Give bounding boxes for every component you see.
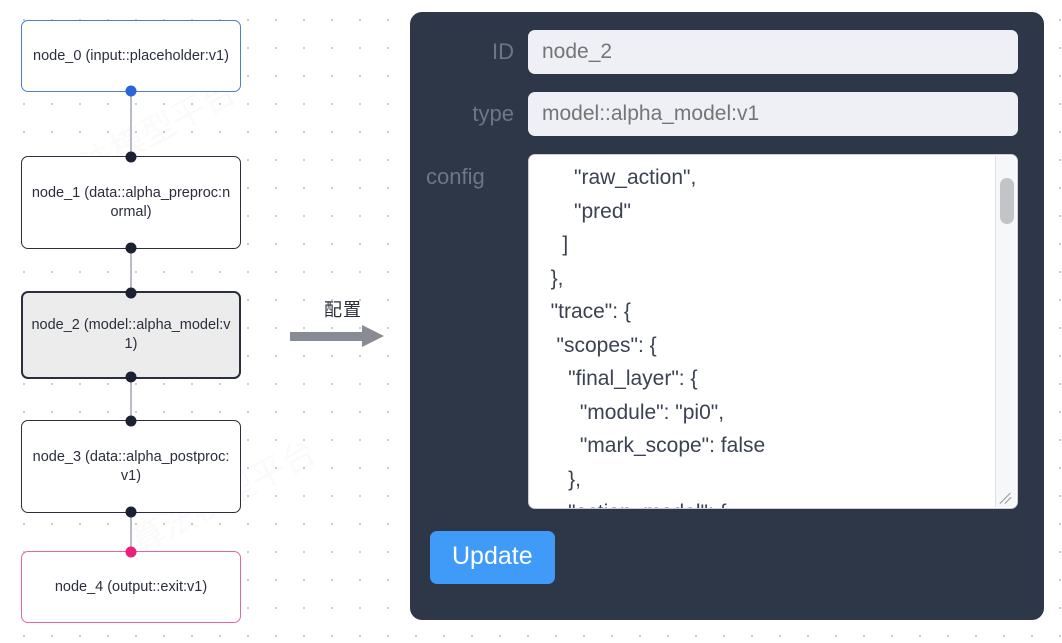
- node-label: node_3 (data::alpha_postproc:v1): [32, 448, 230, 484]
- node-port-output[interactable]: [125, 85, 137, 97]
- node-port-output[interactable]: [125, 506, 137, 518]
- node-port-output[interactable]: [125, 371, 137, 383]
- config-textarea[interactable]: [528, 154, 1018, 509]
- edge-node1-node2: [130, 248, 132, 292]
- config-textarea-wrapper: [528, 154, 1018, 509]
- node-port-input[interactable]: [125, 415, 137, 427]
- node-label: node_2 (model::alpha_model:v1): [31, 317, 231, 352]
- node-label: node_1 (data::alpha_preproc:normal): [31, 184, 231, 220]
- id-input[interactable]: [528, 30, 1018, 74]
- node-label: node_0 (input::placeholder:v1): [33, 47, 229, 64]
- transition-annotation: 配置: [288, 296, 398, 358]
- node-port-output[interactable]: [125, 242, 137, 254]
- graph-node-node_4[interactable]: node_4 (output::exit:v1): [21, 546, 241, 623]
- arrow-shaft: [290, 332, 364, 341]
- update-button[interactable]: Update: [430, 531, 555, 584]
- graph-node-node_1[interactable]: node_1 (data::alpha_preproc:normal): [21, 151, 241, 254]
- arrow-head: [362, 325, 384, 347]
- type-input[interactable]: [528, 92, 1018, 136]
- graph-node-node_0[interactable]: node_0 (input::placeholder:v1): [21, 20, 241, 97]
- id-field-label: ID: [492, 39, 514, 64]
- node-port-input[interactable]: [125, 151, 137, 163]
- type-field-label: type: [472, 101, 514, 126]
- edge-node2-node3: [130, 378, 132, 420]
- graph-node-node_2[interactable]: node_2 (model::alpha_model:v1): [21, 287, 241, 383]
- node-port-input[interactable]: [125, 287, 137, 299]
- field-row-config: config: [410, 154, 1044, 509]
- scrollbar-thumb[interactable]: [1000, 178, 1014, 224]
- node-port-input[interactable]: [125, 546, 137, 558]
- config-field-label: config: [426, 164, 485, 189]
- field-row-id: ID: [410, 30, 1044, 74]
- arrow-right-icon: [290, 325, 390, 347]
- field-row-type: type: [410, 92, 1044, 136]
- edge-node3-node4: [130, 513, 132, 551]
- node-config-panel: ID type config Update: [410, 12, 1044, 620]
- graph-node-node_3[interactable]: node_3 (data::alpha_postproc:v1): [21, 415, 241, 518]
- node-label: node_4 (output::exit:v1): [54, 578, 208, 595]
- edge-node0-node1: [130, 91, 132, 156]
- config-textarea-scrollbar[interactable]: [995, 156, 1016, 507]
- transition-label: 配置: [324, 300, 362, 321]
